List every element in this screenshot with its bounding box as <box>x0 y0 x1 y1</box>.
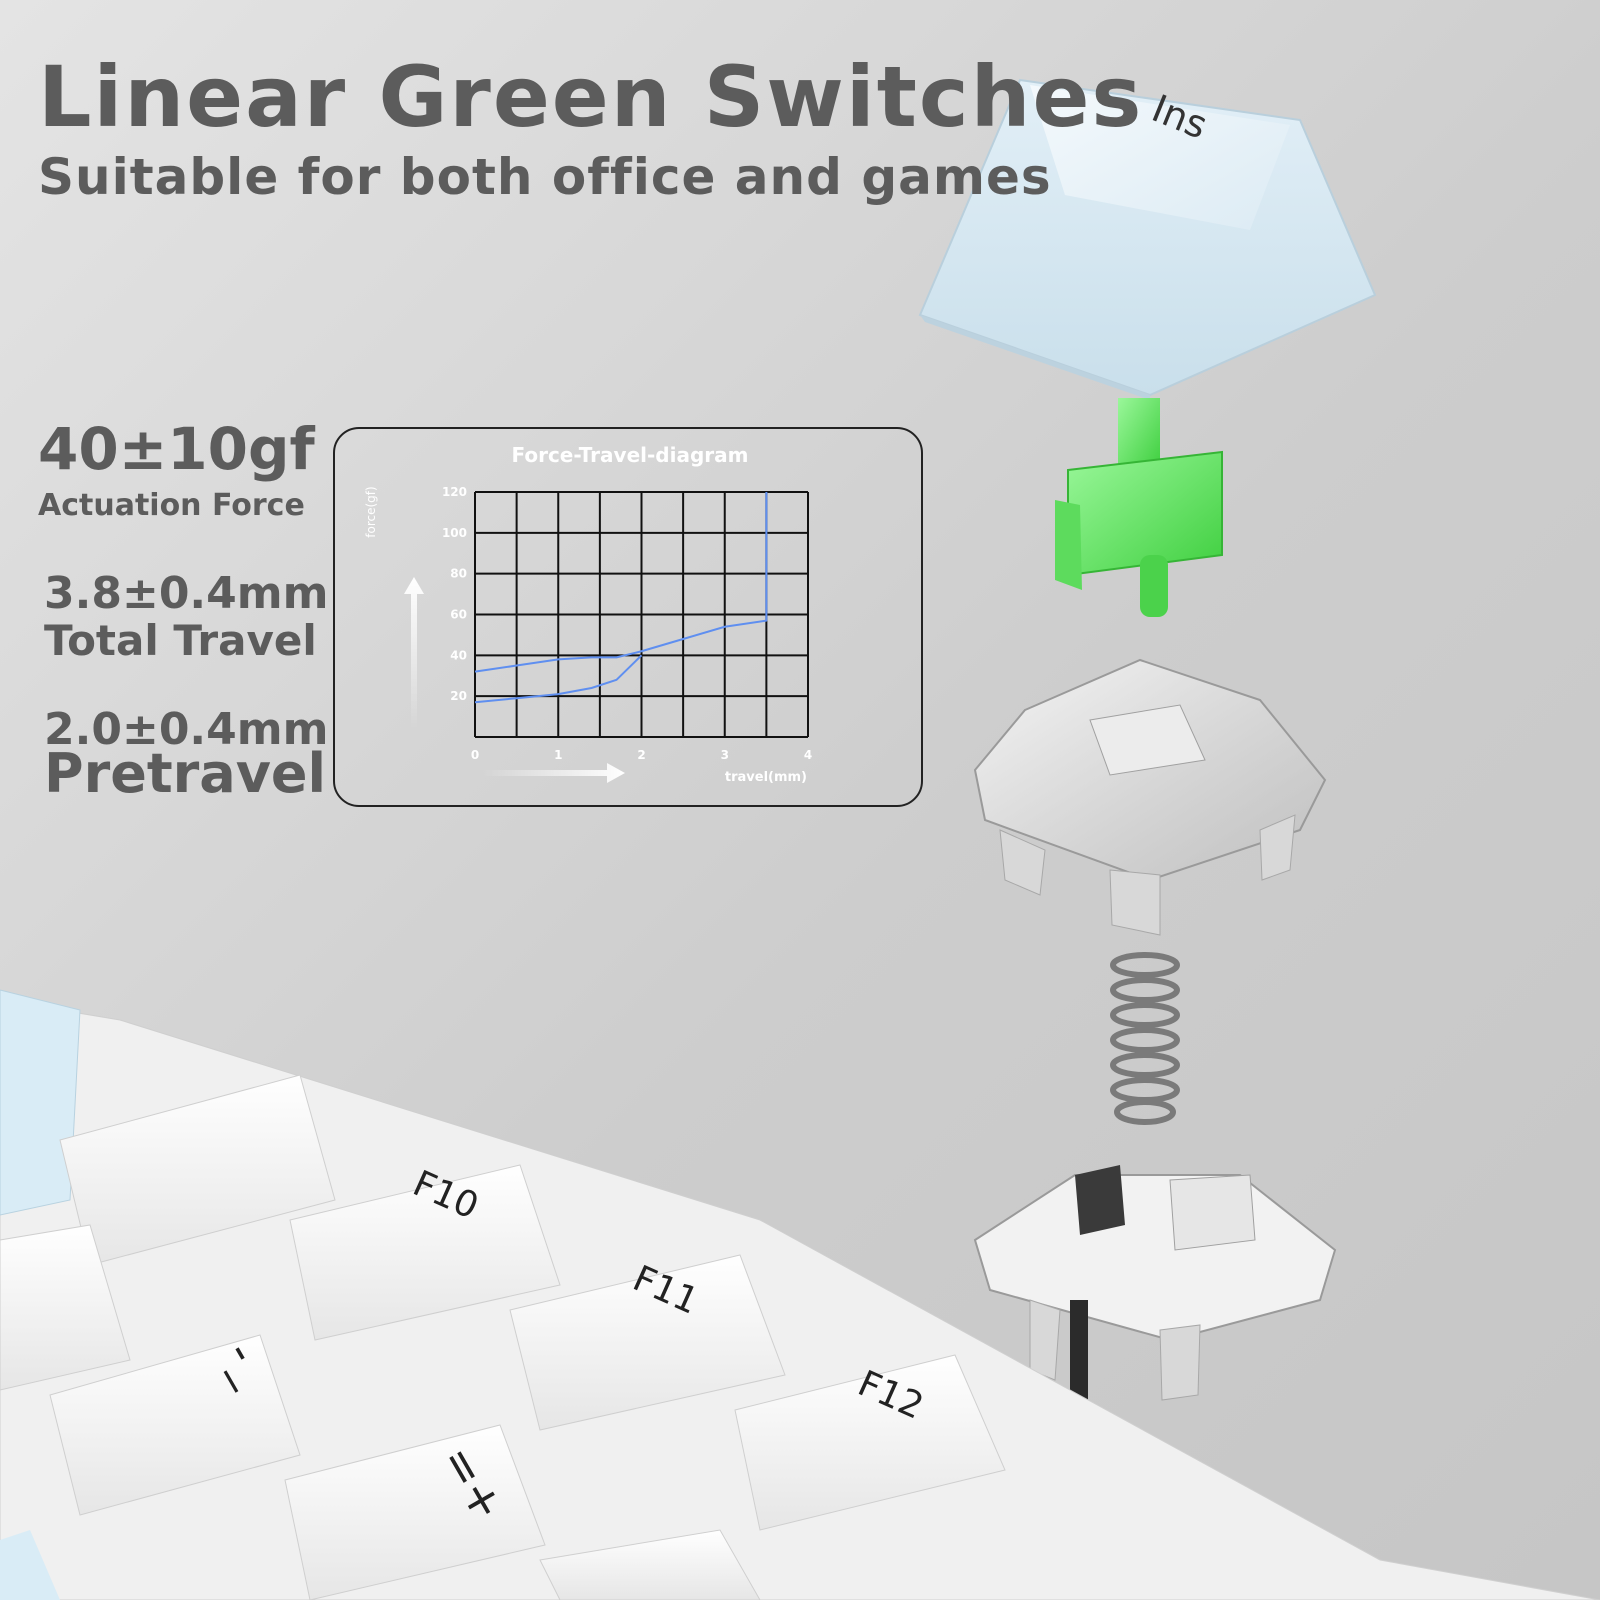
force-curve-lower <box>474 654 643 704</box>
chart-xlabel: travel(mm) <box>725 770 807 785</box>
pretravel-value: 2.0±0.4mm <box>44 704 329 755</box>
bottom-housing <box>973 1165 1337 1410</box>
y-tick-label: 20 <box>450 689 467 703</box>
y-tick-label: 60 <box>450 608 467 622</box>
force-curve-upper <box>474 492 768 673</box>
y-tick-label: 80 <box>450 567 467 581</box>
page-title: Linear Green Switches <box>38 48 1144 146</box>
chart-lines <box>474 492 768 704</box>
spring <box>1110 952 1180 1125</box>
actuation-force-label: Actuation Force <box>38 488 305 523</box>
chart-grid <box>474 491 809 738</box>
keycap-ins <box>918 78 1377 400</box>
x-tick-label: 4 <box>804 748 812 762</box>
chart-title: Force-Travel-diagram <box>512 443 749 467</box>
pretravel-label: Pretravel <box>44 742 327 805</box>
x-tick-label: 2 <box>637 748 645 762</box>
x-axis-arrow-icon <box>480 763 625 783</box>
y-tick-label: 40 <box>450 648 467 662</box>
y-tick-label: 120 <box>442 485 467 499</box>
keyboard <box>0 989 1600 1600</box>
actuation-force-value: 40±10gf <box>38 415 315 483</box>
force-travel-chart: Force-Travel-diagram force(gf) travel(mm… <box>364 443 812 785</box>
chart-ticks: 20 40 60 80 100 120 0 1 2 3 4 <box>442 485 812 762</box>
page-subtitle: Suitable for both office and games <box>38 148 1052 206</box>
force-travel-chart-panel: Force-Travel-diagram force(gf) travel(mm… <box>333 427 923 807</box>
green-stem <box>1055 398 1223 617</box>
x-tick-label: 0 <box>471 748 479 762</box>
chart-ylabel: force(gf) <box>364 486 378 537</box>
y-tick-label: 100 <box>442 526 467 540</box>
x-tick-label: 3 <box>721 748 729 762</box>
total-travel-value: 3.8±0.4mm <box>44 568 329 619</box>
total-travel-label: Total Travel <box>44 616 317 665</box>
y-axis-arrow-icon <box>404 577 424 729</box>
x-tick-label: 1 <box>554 748 562 762</box>
top-housing <box>973 658 1327 936</box>
